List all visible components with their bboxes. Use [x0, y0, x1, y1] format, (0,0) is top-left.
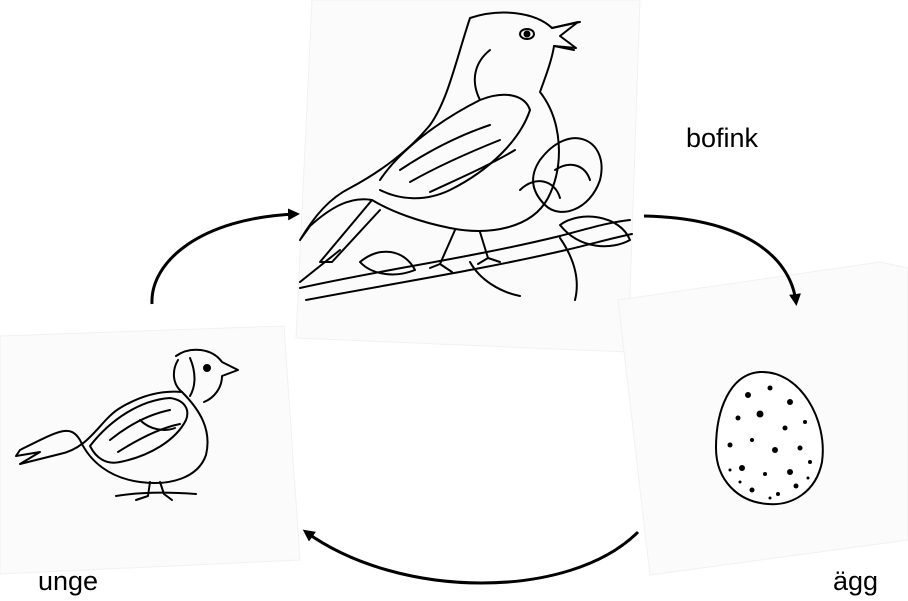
arrow-egg-to-chick — [306, 532, 638, 583]
egg-label: ägg — [833, 568, 878, 595]
chick-label: unge — [38, 568, 98, 595]
chick-card — [0, 326, 300, 574]
arrow-chick-to-adult — [152, 214, 296, 304]
adult-label: bofink — [686, 125, 758, 152]
